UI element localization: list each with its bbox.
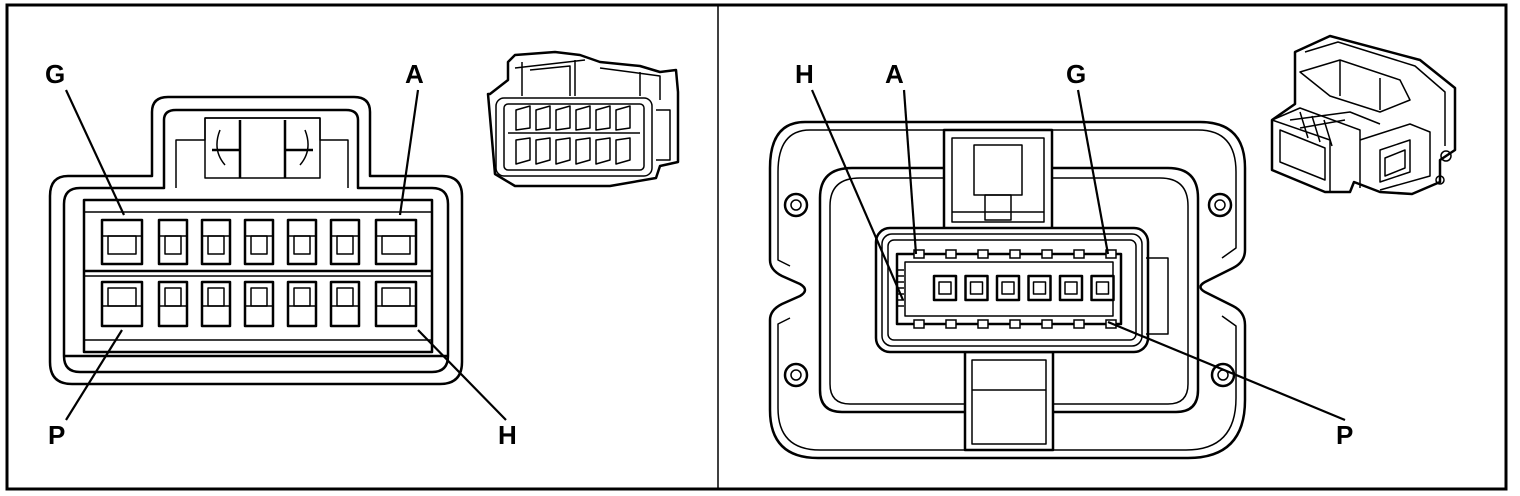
right-connector-thumbnail: [1270, 34, 1457, 196]
label-P: P: [48, 420, 65, 450]
left-connector-face: [48, 95, 464, 386]
label-G-right: G: [1066, 59, 1086, 89]
terminal: [964, 274, 989, 302]
leader-G: [65, 89, 125, 216]
label-H-right: H: [795, 59, 814, 89]
label-P-right: P: [1336, 420, 1353, 450]
leader-P: [65, 329, 123, 421]
leader-H: [417, 329, 507, 421]
label-A-right: A: [885, 59, 904, 89]
leader-H-right: [810, 89, 905, 301]
diagram-border: [5, 3, 1508, 491]
cavity-bottom: [286, 280, 318, 328]
cavity-top: [243, 218, 275, 266]
left-connector-thumbnail: [486, 50, 680, 188]
label-H: H: [498, 420, 517, 450]
terminal: [1027, 274, 1052, 302]
terminal: [1058, 274, 1084, 302]
label-G: G: [45, 59, 65, 89]
leader-A-right: [902, 89, 918, 255]
cavity-top: [157, 218, 189, 266]
cavity-bottom: [243, 280, 275, 328]
terminal: [995, 274, 1021, 302]
cavity-top: [286, 218, 318, 266]
cavity-bottom: [157, 280, 189, 328]
cavity-bottom: [200, 280, 232, 328]
cavity-top: [200, 218, 232, 266]
terminal: [1090, 274, 1115, 302]
leader-P-right: [1107, 320, 1346, 422]
right-connector-face: [768, 120, 1247, 460]
cavity-top: [329, 218, 361, 266]
cavity-bottom: [329, 280, 361, 328]
leader-G-right: [1076, 89, 1110, 255]
label-A: A: [405, 59, 424, 89]
leader-A: [398, 89, 420, 216]
terminal: [932, 274, 958, 302]
